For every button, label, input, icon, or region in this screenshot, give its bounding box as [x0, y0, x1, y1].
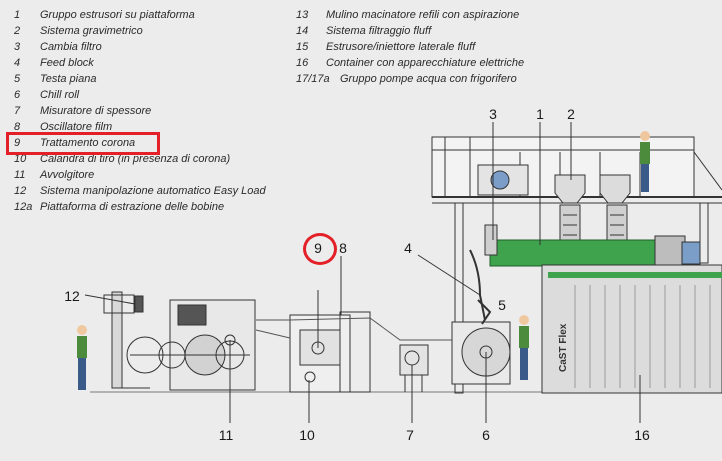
operator-figures [77, 131, 650, 390]
callout-5: 5 [498, 297, 506, 313]
callout-2: 2 [567, 106, 575, 122]
callout-3: 3 [489, 106, 497, 122]
callout-7: 7 [406, 427, 414, 443]
highlight-box-trattamento-corona [6, 132, 160, 155]
callout-12: 12 [64, 288, 80, 304]
callout-16: 16 [634, 427, 650, 443]
machine-label: CaST Flex [558, 323, 569, 372]
callout-4: 4 [404, 240, 412, 256]
callout-10: 10 [299, 427, 315, 443]
callout-6: 6 [482, 427, 490, 443]
callout-11: 11 [218, 427, 234, 443]
callout-8: 8 [339, 240, 347, 256]
highlight-circle-9 [303, 233, 337, 265]
callout-1: 1 [536, 106, 544, 122]
